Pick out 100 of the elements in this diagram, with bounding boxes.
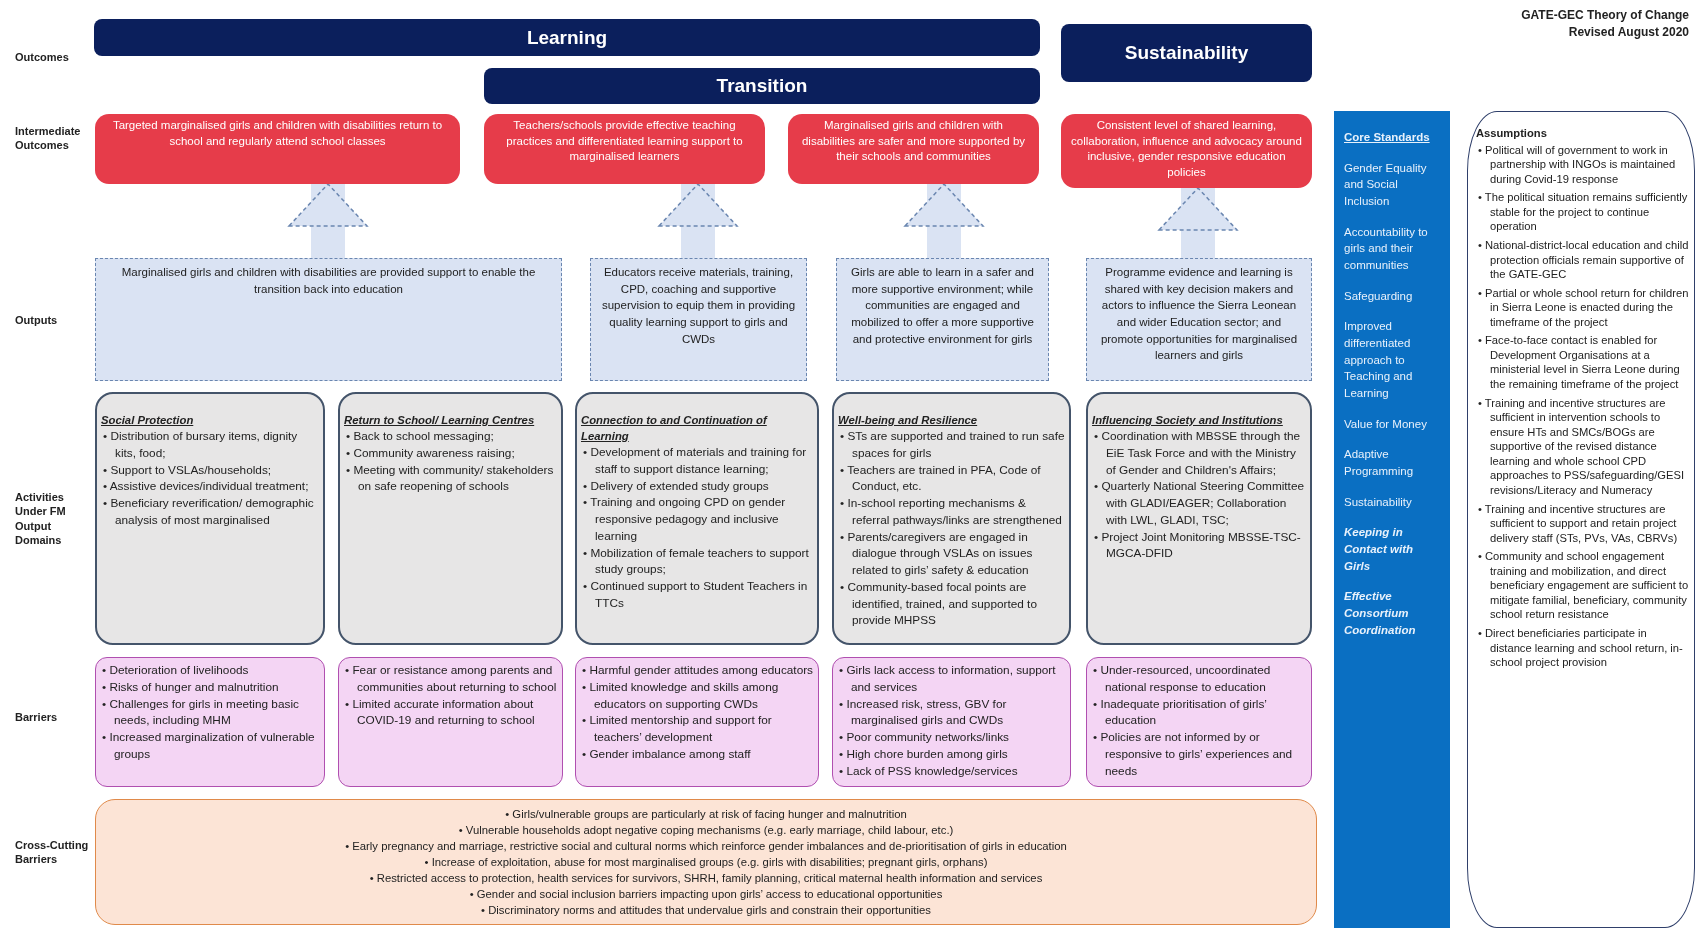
- bullet-point: • Training and ongoing CPD on gender responsive pedagogy and inclusive learning: [582, 494, 787, 545]
- activity-box: [338, 392, 563, 645]
- intermediate-outcome-box: [484, 114, 765, 184]
- outcome-banner: [94, 19, 1040, 56]
- bullet-point: • STs are supported and trained to run safe spaces for girls: [839, 428, 1065, 462]
- bullet-point: • Gender and social inclusion barriers impacting upon girls’ access to educational opportunities: [468, 887, 944, 903]
- bullet-point: • Discriminatory norms and attitudes that undervalue girls and constrain their opportunities: [480, 903, 932, 919]
- diagram-title: GATE-GEC Theory of Change: [1521, 8, 1689, 22]
- bullet-point: • In-school reporting mechanisms & referral pathways/links are strengthened: [839, 495, 1063, 529]
- statement-text: Marginalised girls and children with disabilities are safer and more supported by their schools and communities: [800, 118, 1027, 165]
- core-standard-text: Adaptive Programming: [1344, 447, 1415, 480]
- row-label: Outputs: [15, 313, 59, 328]
- bullet-point: • Gender imbalance among staff: [581, 745, 752, 763]
- cross-cutting-box: [95, 799, 1317, 925]
- domain-heading: Return to School/ Learning Centres: [344, 413, 536, 428]
- statement-text: Targeted marginalised girls and children with disabilities return to school and regularly attend school classes: [111, 118, 444, 149]
- statement-text: Consistent level of shared learning, collaboration, influence and advocacy around inclusive, gender responsive education policies: [1071, 118, 1302, 180]
- activity-box: [95, 392, 325, 645]
- bullet-point: • Under-resourced, uncoordinated national response to education: [1092, 662, 1272, 696]
- bullet-point: • Early pregnancy and marriage, restrictive social and cultural norms which reinforce gender imbalances and de-prioritisation of girls in education: [344, 839, 1068, 855]
- bullet-point: • Development of materials and training for staff to support distance learning;: [582, 444, 808, 478]
- bullet-point: • Limited mentorship and support for teachers’ development: [581, 712, 773, 746]
- bullet-point: • Inadequate prioritisation of girls’ education: [1092, 695, 1268, 729]
- output-box: [1086, 258, 1312, 381]
- activity-box: [575, 392, 819, 645]
- block-arrow: [288, 183, 368, 258]
- intermediate-outcome-box: [95, 114, 460, 184]
- bullet-point: • High chore burden among girls: [838, 745, 1009, 763]
- bullet-point: • Coordination with MBSSE through the EiE Task Force and with the Ministry of Gender and Children's Affairs;: [1093, 428, 1302, 479]
- row-label: Barriers: [15, 710, 59, 725]
- domain-heading: Social Protection: [101, 413, 195, 428]
- bullet-point: • National-district-local education and child protection officials remain supportive of the GATE-GEC: [1477, 237, 1690, 282]
- bullet-point: • Continued support to Student Teachers in TTCs: [582, 578, 809, 612]
- core-standard-text: Safeguarding: [1344, 288, 1414, 304]
- bullet-point: • Quarterly National Steering Committee with GLADI/EAGER; Collaboration with LWL, GLADI, TSC;: [1093, 478, 1305, 529]
- barrier-box: [832, 657, 1071, 787]
- core-standard-text: Sustainability: [1344, 494, 1413, 510]
- bullet-point: • Community and school engagement training and mobilization, and direct beneficiary engagement are sufficient to mitigate familial, beneficiary, community school return resistance: [1477, 549, 1690, 622]
- bullet-point: • Limited knowledge and skills among educators on supporting CWDs: [581, 678, 780, 713]
- intermediate-outcome-box: [788, 114, 1039, 184]
- row-label: Outcomes: [15, 50, 70, 65]
- activity-box: [1086, 392, 1312, 645]
- bullet-point: • Fear or resistance among parents and communities about returning to school: [344, 662, 558, 696]
- bullet-point: • Increase of exploitation, abuse for most marginalised groups (e.g. girls with disabilities; pregnant girls, orphans): [423, 855, 989, 871]
- bullet-point: • Increased marginalization of vulnerable groups: [101, 729, 316, 763]
- bullet-point: • Training and incentive structures are sufficient to support and retain project delivery staff (STs, PVs, VAs, CBRVs): [1477, 501, 1679, 546]
- outcome-title: Learning: [526, 26, 608, 49]
- bullet-point: • Political will of government to work in partnership with INGOs is maintained during Covid-19 response: [1477, 142, 1677, 187]
- bullet-point: • Teachers are trained in PFA, Code of Conduct, etc.: [839, 461, 1042, 496]
- bullet-point: • Risks of hunger and malnutrition: [101, 678, 280, 696]
- block-arrow: [658, 183, 738, 258]
- output-box: [95, 258, 562, 381]
- bullet-point: • Limited accurate information about COVID-19 and returning to school: [344, 695, 536, 729]
- bullet-point: • Back to school messaging;: [345, 428, 495, 445]
- core-standard-text: Keeping in Contact with Girls: [1344, 525, 1414, 574]
- bullet-point: • Community-based focal points are identified, trained, and supported to provide MHPSS: [839, 578, 1038, 630]
- bullet-point: • Direct beneficiaries participate in distance learning and school return, in-school project provision: [1477, 626, 1684, 670]
- core-standards-panel: [1334, 111, 1450, 928]
- barrier-box: [575, 657, 819, 787]
- core-standard-text: Effective Consortium Coordination: [1344, 589, 1417, 638]
- bullet-point: • Distribution of bursary items, dignity kits, food;: [102, 428, 299, 462]
- panel-heading: Core Standards: [1344, 130, 1431, 145]
- barrier-box: [338, 657, 563, 787]
- bullet-point: • Harmful gender attitudes among educators: [581, 662, 814, 679]
- outcome-title: Transition: [716, 75, 808, 97]
- bullet-point: • Beneficiary reverification/ demographic analysis of most marginalised: [102, 495, 315, 529]
- subtitle: Revised August 2020: [1568, 25, 1689, 39]
- bullet-point: • Meeting with community/ stakeholders on safe reopening of schools: [345, 461, 555, 496]
- core-standard-text: Gender Equality and Social Inclusion: [1344, 160, 1428, 209]
- bullet-point: • Girls lack access to information, support and services: [838, 662, 1057, 696]
- bullet-point: • Increased risk, stress, GBV for marginalised girls and CWDs: [838, 695, 1008, 729]
- bullet-point: • Lack of PSS knowledge/services: [838, 762, 1019, 780]
- bullet-point: • Delivery of extended study groups: [582, 477, 770, 495]
- bullet-point: • Vulnerable households adopt negative coping mechanisms (e.g. early marriage, child labour, etc.): [457, 823, 955, 839]
- statement-text: Marginalised girls and children with disabilities are provided support to enable the transition back into education: [120, 265, 537, 297]
- core-standard-text: Improved differentiated approach to Teaching and Learning: [1344, 319, 1414, 402]
- bullet-point: • Assistive devices/individual treatment;: [102, 478, 310, 496]
- core-standard-text: Accountability to girls and their communities: [1344, 224, 1429, 274]
- output-box: [590, 258, 807, 381]
- bullet-point: • Deterioration of livelihoods: [101, 662, 250, 679]
- row-label: Activities Under FM Output Domains: [15, 490, 67, 548]
- assumptions-panel: [1467, 111, 1695, 928]
- bullet-point: • Restricted access to protection, health services for survivors, SHRH, family planning, critical maternal health information and services: [368, 871, 1044, 887]
- barrier-box: [1086, 657, 1312, 787]
- domain-heading: Influencing Society and Institutions: [1092, 413, 1284, 428]
- bullet-point: • Mobilization of female teachers to support study groups;: [582, 544, 810, 579]
- bullet-point: • The political situation remains sufficiently stable for the project to continue operation: [1477, 190, 1689, 234]
- bullet-point: • Community awareness raising;: [345, 444, 516, 462]
- bullet-point: • Face-to-face contact is enabled for Development Organisations at a ministerial level in Sierra Leone during the remaining timeframe of the project: [1477, 333, 1681, 392]
- statement-text: Educators receive materials, training, CPD, coaching and supportive supervision to equip them in providing quality learning support to girls and CWDs: [601, 265, 796, 347]
- bullet-point: • Support to VSLAs/households;: [102, 461, 273, 479]
- statement-text: Programme evidence and learning is shared with key decision makers and actors to influence the Sierra Leonean and wider Education sector; and promote opportunities for marginalised learners and girls: [1099, 265, 1299, 364]
- intermediate-outcome-box: [1061, 114, 1312, 188]
- bullet-point: • Policies are not informed by or responsive to girls’ experiences and needs: [1092, 729, 1294, 780]
- output-box: [836, 258, 1049, 381]
- block-arrow: [1158, 187, 1238, 258]
- bullet-point: • Partial or whole school return for children in Sierra Leone is enacted during the timeframe of the project: [1477, 285, 1690, 330]
- outcome-title: Sustainability: [1124, 42, 1249, 64]
- activity-box: [832, 392, 1071, 645]
- bullet-point: • Project Joint Monitoring MBSSE-TSC-MGCA-DFID: [1093, 528, 1302, 563]
